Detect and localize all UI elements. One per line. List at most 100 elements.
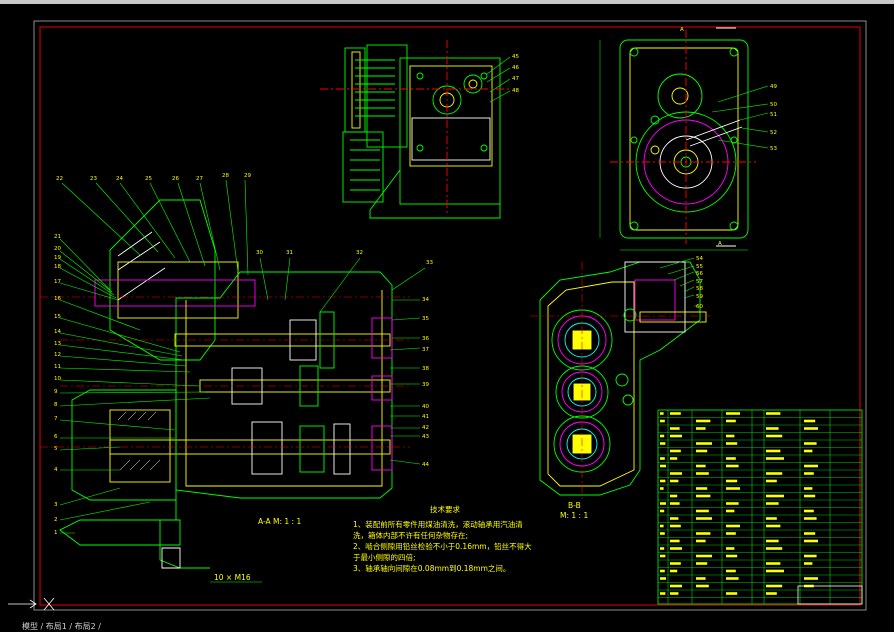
callout-14: 14 [54, 329, 61, 335]
callout-36: 36 [422, 336, 429, 342]
parts-table-cell-mark [766, 562, 781, 565]
callout-54: 54 [696, 256, 703, 262]
inner-frame [39, 26, 861, 606]
parts-table-cell-mark [726, 532, 736, 535]
callout-4: 4 [54, 467, 58, 473]
parts-table-cell-mark [660, 509, 665, 513]
parts-table-cell-mark [766, 502, 779, 505]
notes-title: 技术要求 [430, 504, 460, 514]
parts-table-cell-mark [660, 464, 666, 468]
callout-3: 3 [54, 502, 58, 508]
callout-11: 11 [54, 364, 61, 370]
parts-table-cell-mark [660, 479, 666, 483]
main-section-right-callouts: 34 35 36 37 38 39 40 41 42 43 44 [422, 297, 429, 468]
parts-table-cell-mark [726, 547, 735, 550]
title-strip [0, 0, 894, 4]
layout-tabs-bar[interactable]: 模型 / 布局1 / 布局2 / [0, 621, 894, 631]
callout-55: 55 [696, 264, 703, 270]
parts-table-cell-mark [670, 434, 682, 438]
callout-37: 37 [422, 347, 429, 353]
parts-table-cell-mark [804, 442, 817, 445]
parts-table-cell-mark [726, 487, 740, 490]
callout-39: 39 [422, 382, 429, 388]
callout-49: 49 [770, 84, 777, 90]
parts-table-cell-mark [696, 554, 712, 558]
callout-47: 47 [512, 76, 519, 82]
parts-table-cell-mark [660, 487, 664, 490]
parts-table-cell-mark [660, 577, 666, 580]
parts-table-cell-mark [804, 449, 813, 453]
main-section-leaders [59, 179, 426, 534]
callout-6: 6 [54, 434, 58, 440]
parts-table-cell-mark [804, 464, 818, 468]
callout-5: 5 [54, 446, 58, 452]
parts-table-cell-mark [670, 449, 681, 453]
parts-table-cell-mark [766, 539, 779, 543]
callout-60: 60 [696, 304, 703, 310]
callout-26: 26 [172, 176, 179, 182]
callout-46: 46 [512, 65, 519, 71]
parts-table-cell-mark [660, 554, 666, 558]
note-line-1: 1、装配前所有零件用煤油清洗，滚动轴承用汽油清 [353, 519, 523, 529]
callout-34: 34 [422, 297, 429, 303]
section-bb-label: B-B [568, 501, 581, 510]
parts-table-cell-mark [766, 427, 779, 430]
callout-31: 31 [286, 250, 293, 256]
parts-table-cell-mark [670, 479, 679, 483]
parts-table-cell-mark [804, 577, 818, 580]
parts-table-cell-mark [804, 494, 816, 498]
note-line-2: 洗，箱体内部不许有任何杂物存在; [353, 530, 468, 540]
parts-table-cell-mark [804, 539, 818, 543]
section-bb [530, 261, 710, 500]
callout-18: 18 [54, 264, 61, 270]
callout-19: 19 [54, 255, 61, 261]
parts-table-cell-mark [696, 419, 711, 423]
parts-table-cell-mark [660, 502, 666, 505]
top-view-callouts: 45 46 47 48 [512, 54, 519, 94]
parts-table-cell-mark [660, 434, 665, 438]
parts-table-cell-mark [766, 434, 783, 438]
callout-10: 10 [54, 376, 61, 382]
side-view-leaders [711, 85, 769, 149]
note-line-4: 于最小侧隙的四倍; [353, 552, 416, 562]
section-bb-callouts: 54 55 56 57 58 59 60 B-B M: 1 : 1 [560, 256, 703, 520]
parts-table-cell-mark [660, 412, 664, 415]
callout-33: 33 [426, 260, 433, 266]
callout-12: 12 [54, 352, 61, 358]
parts-table-cell-mark [804, 472, 814, 475]
callout-29: 29 [244, 173, 251, 179]
callout-56: 56 [696, 271, 703, 277]
top-view-leaders [486, 56, 511, 103]
callout-57: 57 [696, 279, 703, 285]
parts-table-cell-mark [766, 547, 783, 550]
parts-table-cell-mark [696, 449, 708, 453]
parts-table-cell-mark [660, 547, 665, 550]
parts-table-cell-mark [766, 584, 783, 588]
callout-1: 1 [54, 530, 58, 536]
ucs-icon [8, 597, 55, 611]
callout-7: 7 [54, 416, 58, 422]
parts-table-cell-mark [726, 554, 738, 558]
parts-table-cell-mark [696, 517, 712, 520]
parts-table-cell-mark [766, 472, 783, 475]
callout-53: 53 [770, 146, 777, 152]
parts-table-cell-mark [660, 592, 666, 595]
parts-table-cell-mark [660, 524, 664, 528]
callout-22: 22 [56, 176, 63, 182]
parts-table-cell-mark [696, 427, 706, 430]
parts-table-cell-mark [696, 494, 711, 498]
parts-table-cell-mark [726, 412, 740, 415]
parts-table-cell-mark [766, 592, 777, 595]
callout-24: 24 [116, 176, 123, 182]
parts-table-cell-mark [660, 532, 665, 535]
note-line-3: 2、啮合侧隙用铅丝检验不小于0.16mm，铅丝不得大 [353, 541, 532, 551]
layout-tabs-text[interactable]: 模型 / 布局1 / 布局2 / [22, 622, 101, 631]
parts-table-cell-mark [766, 569, 784, 573]
parts-table-cell-mark [766, 517, 777, 520]
callout-43: 43 [422, 434, 429, 440]
parts-table-cell-mark [726, 524, 740, 528]
callout-25: 25 [145, 176, 152, 182]
callout-44: 44 [422, 462, 429, 468]
parts-table-cell-mark [804, 554, 817, 558]
